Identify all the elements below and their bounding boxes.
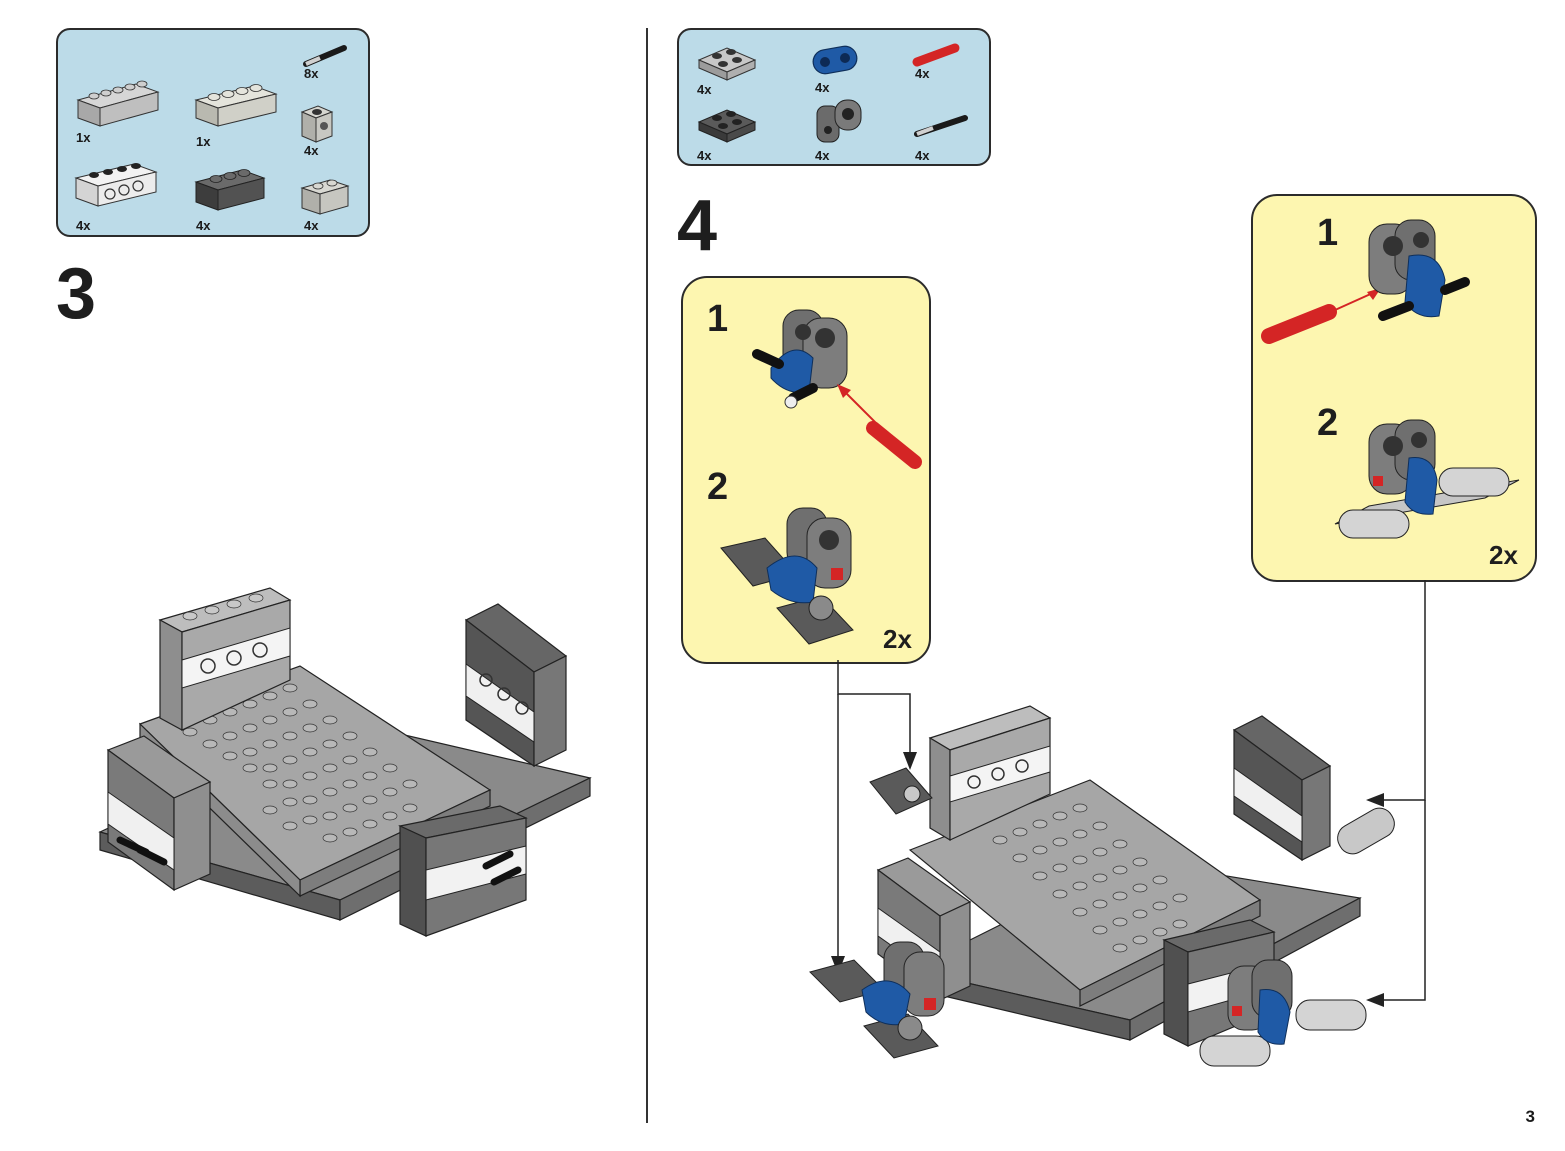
brick-1x1-hole-icon <box>300 105 334 143</box>
part-qty: 1x <box>196 134 211 149</box>
part-qty: 8x <box>304 66 319 81</box>
parts-list-step-4: 4x 4x 4x 4x 4x 4x <box>677 28 991 166</box>
axle-pin-icon <box>303 45 347 67</box>
step-number-3: 3 <box>56 254 97 334</box>
step-number-4: 4 <box>677 186 718 266</box>
plate-2x2-light-icon <box>697 47 757 81</box>
technic-brick-1x4-icon <box>74 163 158 207</box>
axle-red-icon <box>912 43 960 67</box>
page-number: 3 <box>1525 1107 1535 1126</box>
part-qty: 4x <box>697 82 712 97</box>
parts-list-step-3: 1x 1x 8x 4x 4x 4x <box>56 28 370 237</box>
connector-blue-icon <box>812 45 858 75</box>
brick-1x3-dark-icon <box>194 169 266 211</box>
part-qty: 4x <box>815 148 830 163</box>
sub-step-2-illustration <box>720 507 854 645</box>
sub-step-1-illustration <box>752 309 922 469</box>
part-qty: 4x <box>915 66 930 81</box>
part-qty: 1x <box>76 130 91 145</box>
step-4-model-illustration <box>809 705 1395 1067</box>
sub-step-number: 2 <box>1317 402 1339 444</box>
sub-step-2-illustration <box>1334 419 1520 539</box>
part-qty: 4x <box>697 148 712 163</box>
bracket-dark-icon <box>816 99 862 143</box>
part-qty: 4x <box>76 218 91 233</box>
brick-1x2-light-icon <box>300 179 350 215</box>
brick-1x4-light-icon <box>194 84 278 127</box>
axle-pin-black-icon <box>914 115 968 137</box>
sub-assembly-right: 1 2 2x <box>1251 194 1537 582</box>
sub-assembly-left: 1 2 2x <box>681 276 931 664</box>
part-qty: 4x <box>815 80 830 95</box>
page-divider <box>646 28 648 1123</box>
part-qty: 4x <box>915 148 930 163</box>
multiplier-label: 2x <box>883 624 912 654</box>
sub-step-number: 1 <box>1317 212 1339 254</box>
sub-step-number: 2 <box>707 466 729 508</box>
plate-2x2-dark-icon <box>697 109 757 143</box>
sub-step-1-illustration <box>1261 219 1470 344</box>
step-3-model-illustration <box>98 587 592 937</box>
brick-1x6-slope-icon <box>76 80 160 127</box>
sub-step-number: 1 <box>707 298 729 340</box>
part-qty: 4x <box>304 143 319 158</box>
part-qty: 4x <box>304 218 319 233</box>
multiplier-label: 2x <box>1489 540 1518 570</box>
part-qty: 4x <box>196 218 211 233</box>
